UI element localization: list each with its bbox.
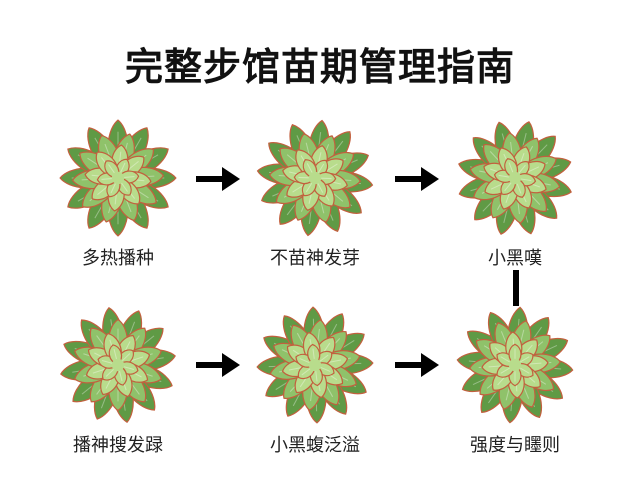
arrow-right-icon — [395, 353, 439, 377]
succulent-plant-icon — [256, 306, 374, 424]
step-5: 小黑蝮泛溢 — [245, 303, 385, 457]
succulent-plant-icon — [60, 307, 176, 423]
arrow-right-icon — [196, 167, 240, 191]
arrow-right-icon — [395, 167, 439, 191]
step-2: 不苗神发芽 — [245, 116, 385, 270]
step-label: 不苗神发芽 — [270, 248, 360, 269]
step-1: 多热播种 — [48, 116, 188, 270]
arrow-right-icon — [196, 353, 240, 377]
step-label: 强度与䁼则 — [470, 435, 560, 456]
page-title: 完整步馆苗期管理指南 — [124, 45, 515, 89]
step-6: 强度与䁼则 — [445, 303, 585, 457]
succulent-plant-icon — [256, 119, 374, 237]
step-4: 播神搜发䟿 — [48, 303, 188, 457]
step-label: 播神搜发䟿 — [73, 435, 163, 456]
step-label: 多热播种 — [82, 248, 154, 269]
step-label: 小黑嘆 — [488, 248, 542, 269]
succulent-plant-icon — [456, 306, 574, 424]
succulent-plant-icon — [59, 119, 177, 237]
connector-line — [513, 270, 519, 306]
step-label: 小黑蝮泛溢 — [270, 435, 360, 456]
step-3: 小黑嘆 — [445, 116, 585, 270]
succulent-plant-icon — [458, 121, 572, 235]
